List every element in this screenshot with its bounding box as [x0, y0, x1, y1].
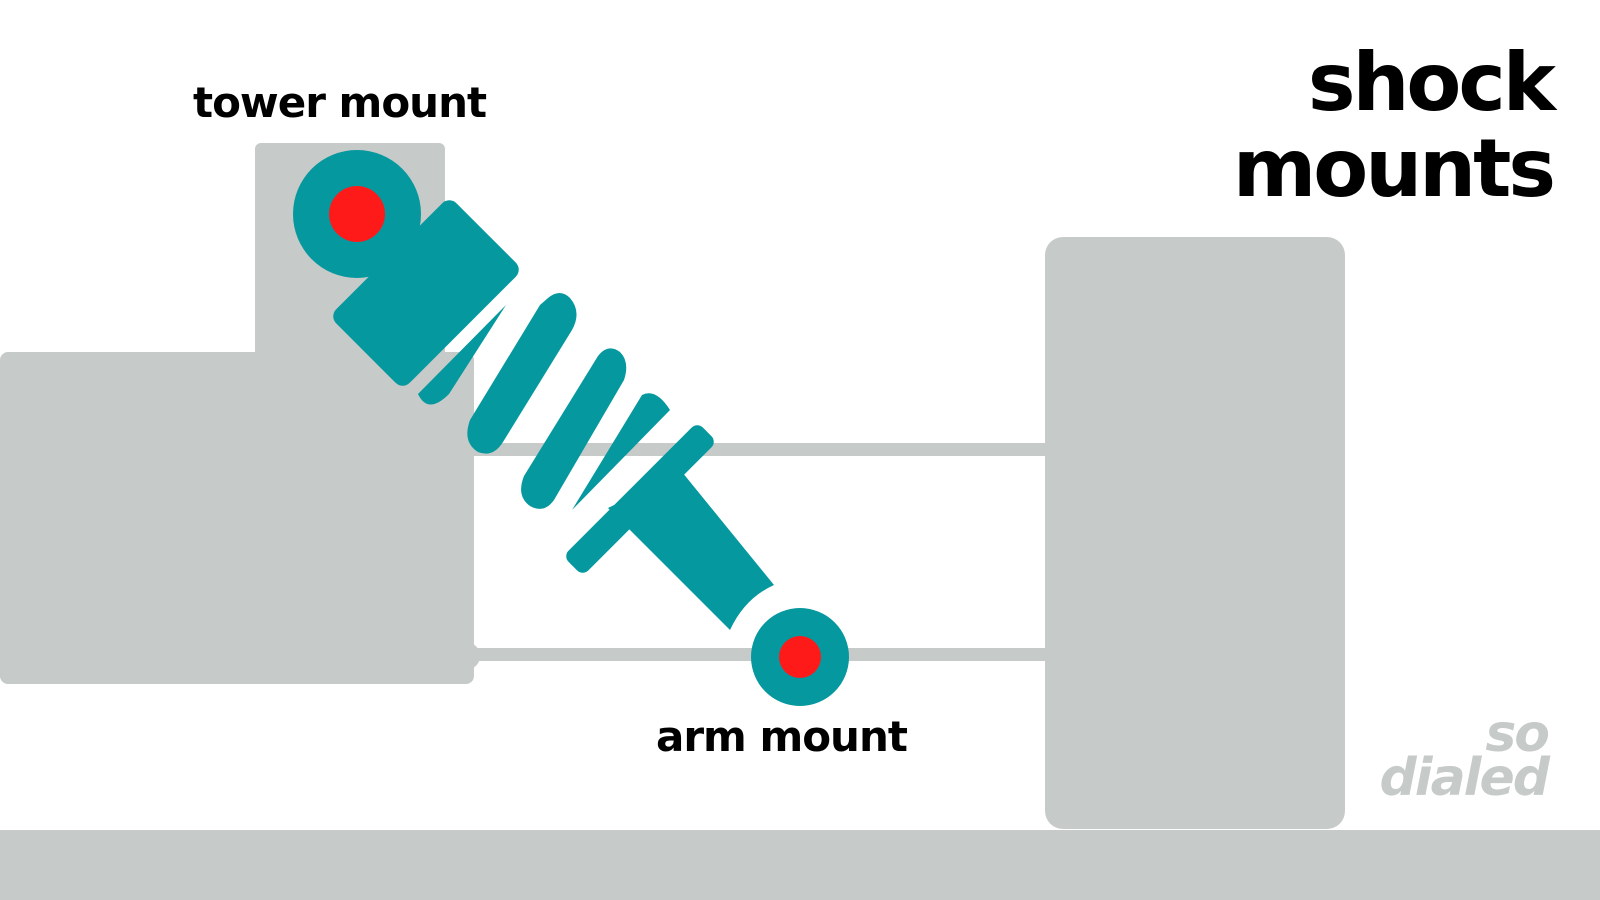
- arm-mount-label: arm mount: [656, 712, 908, 761]
- shock-shaft: [608, 472, 774, 630]
- logo-line-1: so: [1485, 704, 1550, 764]
- shock-upper-body: [333, 200, 519, 386]
- logo-line-2: dialed: [1379, 748, 1550, 808]
- brand-logo: so dialed: [1379, 704, 1550, 808]
- arm-mount-point: [779, 636, 821, 678]
- page-title: shock mounts: [1232, 36, 1556, 215]
- title-line-2: mounts: [1232, 122, 1556, 215]
- title-line-1: shock: [1307, 36, 1556, 129]
- tower-mount-point: [329, 186, 385, 242]
- lower-arm-pivot: [452, 642, 480, 670]
- spring-coil: [418, 305, 506, 405]
- wheel-upright: [1045, 237, 1345, 829]
- tower-mount-label: tower mount: [193, 78, 487, 127]
- spring-coil: [521, 348, 627, 509]
- ground: [0, 830, 1600, 900]
- chassis-block: [0, 352, 474, 684]
- spring-coil: [467, 293, 577, 454]
- spring-coil: [572, 393, 670, 510]
